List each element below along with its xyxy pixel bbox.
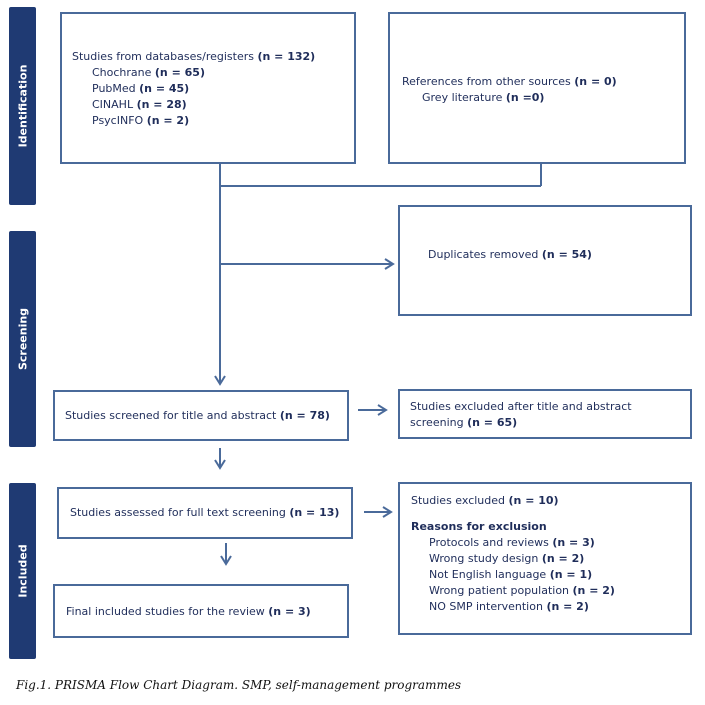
box-final: Final included studies for the review (n… — [53, 584, 349, 638]
box-duplicates: Duplicates removed (n = 54) — [398, 205, 692, 316]
reasons-title: Reasons for exclusion — [411, 520, 547, 533]
reason-line: Wrong patient population (n = 2) — [429, 584, 615, 597]
box-fulltext: Studies assessed for full text screening… — [57, 487, 353, 539]
stage-included: Included — [9, 483, 36, 659]
box-other-sources: References from other sources (n = 0) Gr… — [388, 12, 686, 164]
databases-line: Studies from databases/registers (n = 13… — [72, 50, 316, 63]
box-databases: Studies from databases/registers (n = 13… — [60, 12, 356, 164]
box-screened: Studies screened for title and abstract … — [53, 390, 349, 441]
grey-literature-line: Grey literature (n =0) — [422, 91, 545, 104]
box-excluded-title-abstract: Studies excluded after title and abstrac… — [398, 389, 692, 439]
source-line: CINAHL (n = 28) — [92, 98, 187, 111]
excluded-line: Studies excluded (n = 10) — [411, 494, 559, 507]
stage-screening: Screening — [9, 231, 36, 447]
other-sources-line: References from other sources (n = 0) — [402, 75, 617, 88]
stage-identification: Identification — [9, 7, 36, 205]
final-line: Final included studies for the review (n… — [66, 605, 311, 618]
box-excluded-fulltext: Studies excluded (n = 10) Reasons for ex… — [398, 482, 692, 635]
figure-caption: Fig.1. PRISMA Flow Chart Diagram. SMP, s… — [16, 678, 462, 692]
source-line: Chochrane (n = 65) — [92, 66, 205, 79]
reason-line: NO SMP intervention (n = 2) — [429, 600, 589, 613]
reason-line: Not English language (n = 1) — [429, 568, 593, 581]
excluded-ta-line2: screening (n = 65) — [410, 416, 518, 429]
source-line: PubMed (n = 45) — [92, 82, 190, 95]
reason-line: Protocols and reviews (n = 3) — [429, 536, 595, 549]
screened-line: Studies screened for title and abstract … — [65, 409, 330, 422]
fulltext-line: Studies assessed for full text screening… — [70, 506, 340, 519]
source-line: PsycINFO (n = 2) — [92, 114, 190, 127]
duplicates-line: Duplicates removed (n = 54) — [428, 248, 592, 261]
reason-line: Wrong study design (n = 2) — [429, 552, 585, 565]
excluded-ta-line1: Studies excluded after title and abstrac… — [410, 400, 632, 413]
